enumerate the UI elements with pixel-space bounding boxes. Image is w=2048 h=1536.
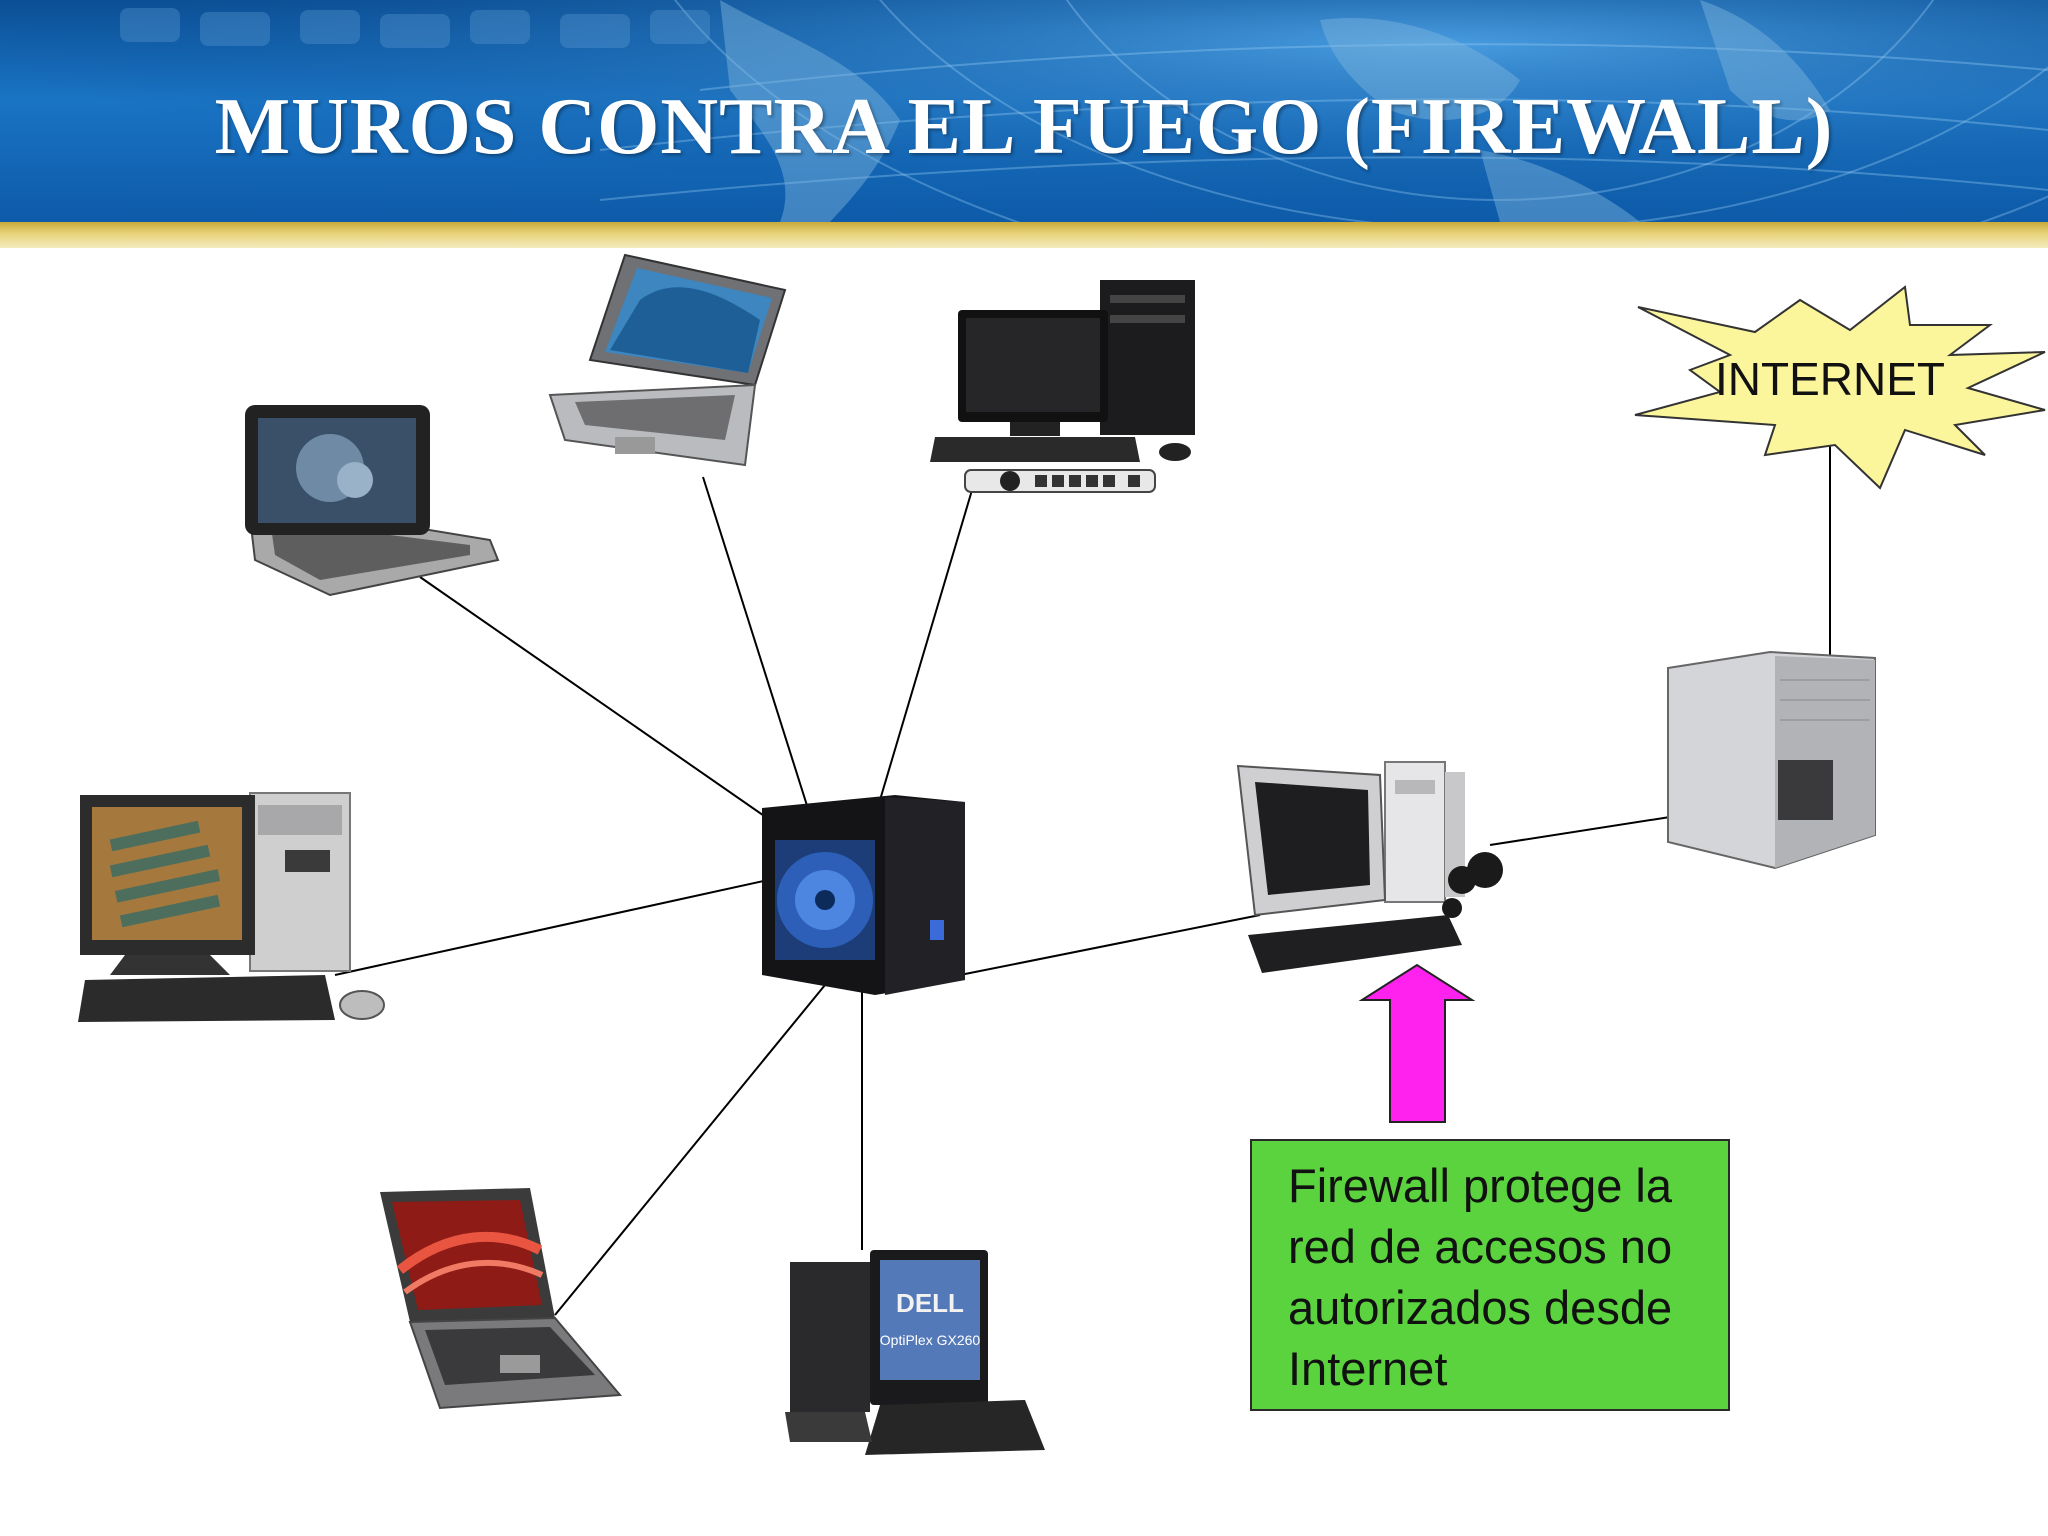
globe-background bbox=[0, 0, 2048, 222]
link-laptop-bottom bbox=[554, 984, 826, 1316]
link-laptop-top bbox=[702, 476, 811, 816]
slide-header: MUROS CONTRA EL FUEGO (FIREWALL) bbox=[0, 0, 2048, 222]
link-tablet-laptop bbox=[419, 576, 771, 821]
link-hub-firewall bbox=[959, 914, 1261, 976]
gold-divider bbox=[0, 222, 2048, 248]
laptop-bottom bbox=[380, 1188, 623, 1410]
desktop-left bbox=[78, 792, 385, 1022]
internet-burst bbox=[1634, 285, 2046, 490]
laptop-top bbox=[548, 253, 787, 467]
link-firewall-server bbox=[1489, 816, 1671, 846]
slide-title: MUROS CONTRA EL FUEGO (FIREWALL) bbox=[214, 83, 1834, 171]
internet-label: INTERNET bbox=[1715, 353, 1945, 405]
link-desktop-top bbox=[879, 479, 976, 801]
firewall-computer bbox=[1236, 761, 1503, 973]
firewall-pointer-arrow bbox=[1358, 963, 1476, 1123]
dell-pc: DELL OptiPlex GX260 bbox=[785, 1250, 1045, 1455]
firewall-callout: Firewall protege la red de accesos no au… bbox=[1250, 1139, 1730, 1411]
dell-model: OptiPlex GX260 bbox=[880, 1332, 981, 1348]
server-tower bbox=[1667, 650, 1876, 870]
hub-tower bbox=[762, 795, 965, 995]
dell-logo: DELL bbox=[896, 1288, 964, 1318]
link-desktop-left bbox=[334, 879, 769, 976]
tablet-laptop bbox=[245, 405, 500, 597]
desktop-top bbox=[930, 280, 1195, 493]
